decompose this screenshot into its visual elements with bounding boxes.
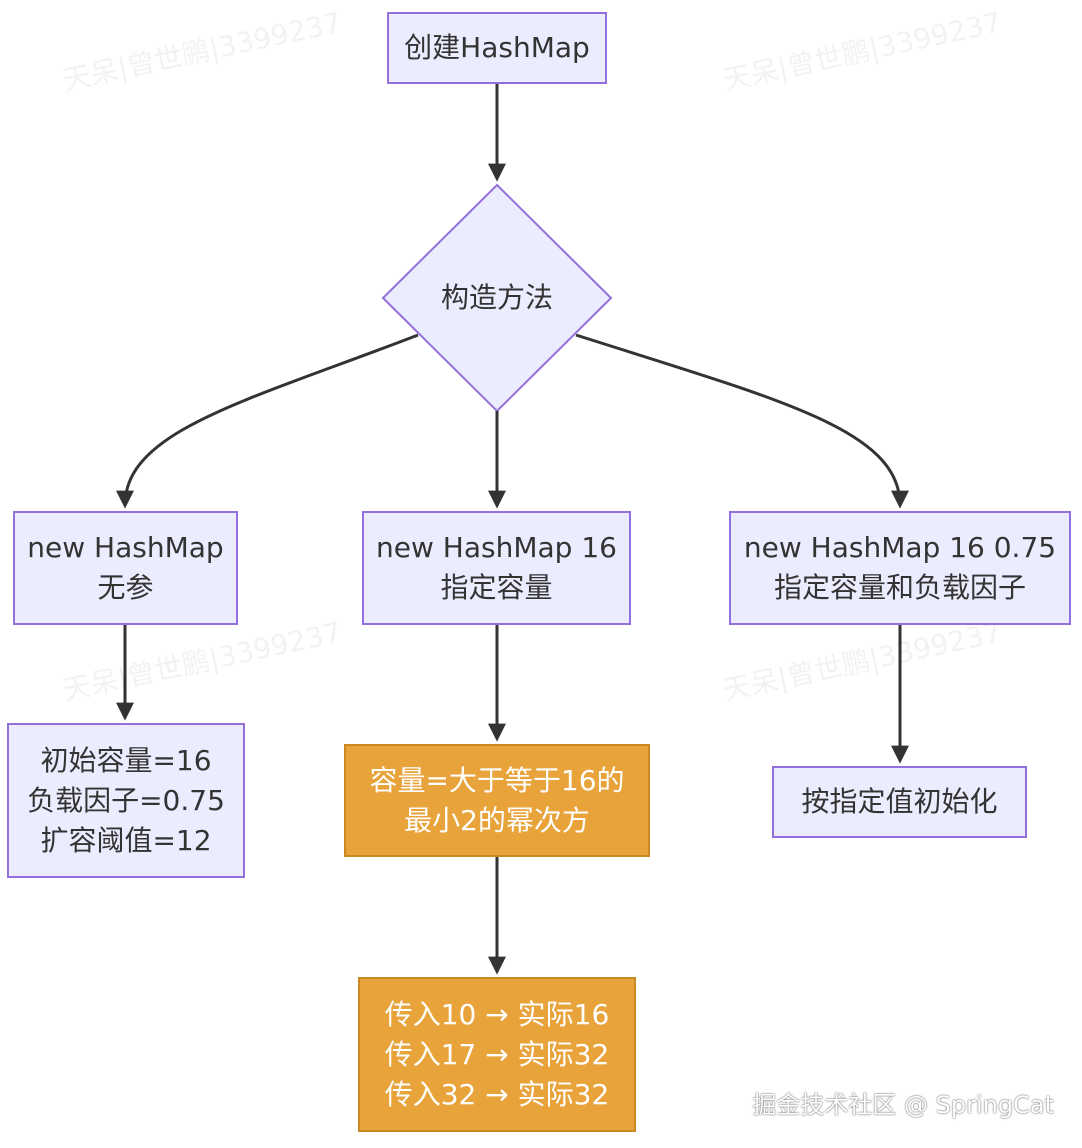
node-label-line: new HashMap 16 [376,531,617,564]
node-capacity-examples: 传入10 → 实际16 传入17 → 实际32 传入32 → 实际32 [358,977,636,1132]
node-default-values: 初始容量=16 负载因子=0.75 扩容阈值=12 [7,723,245,878]
node-label-line: 传入10 → 实际16 [384,997,610,1031]
source-credit: 掘金技术社区 @ SpringCat [752,1091,1054,1119]
node-label-line: 指定容量 [440,571,553,604]
node-label: 按指定值初始化 [801,785,998,818]
node-label-line: 扩容阈值=12 [40,823,212,857]
node-label-line: 负载因子=0.75 [27,783,225,817]
node-power-of-two-rule: 容量=大于等于16的 最小2的幂次方 [344,744,650,857]
node-label-line: 最小2的幂次方 [404,803,590,837]
node-label-line: 传入32 → 实际32 [384,1077,610,1111]
edge-constructor-to-no-arg [116,333,419,509]
node-capacity-load-constructor: new HashMap 16 0.75 指定容量和负载因子 [729,511,1071,625]
node-capacity-constructor: new HashMap 16 指定容量 [362,511,631,625]
node-create-hashmap: 创建HashMap [387,12,607,84]
node-no-arg-constructor: new HashMap 无参 [13,511,238,625]
node-label: 创建HashMap [404,31,590,64]
node-label-line: 传入17 → 实际32 [384,1037,610,1071]
node-init-specified: 按指定值初始化 [772,766,1027,838]
node-label-line: new HashMap 16 0.75 [743,531,1057,564]
node-label-line: 指定容量和负载因子 [773,571,1026,604]
node-constructor-label: 构造方法 [440,281,553,314]
node-label-line: 初始容量=16 [40,743,212,777]
edge-constructor-to-capacity-load [575,333,909,509]
node-label-line: new HashMap [27,531,224,564]
node-label-line: 无参 [97,571,154,604]
node-label-line: 容量=大于等于16的 [369,763,625,797]
